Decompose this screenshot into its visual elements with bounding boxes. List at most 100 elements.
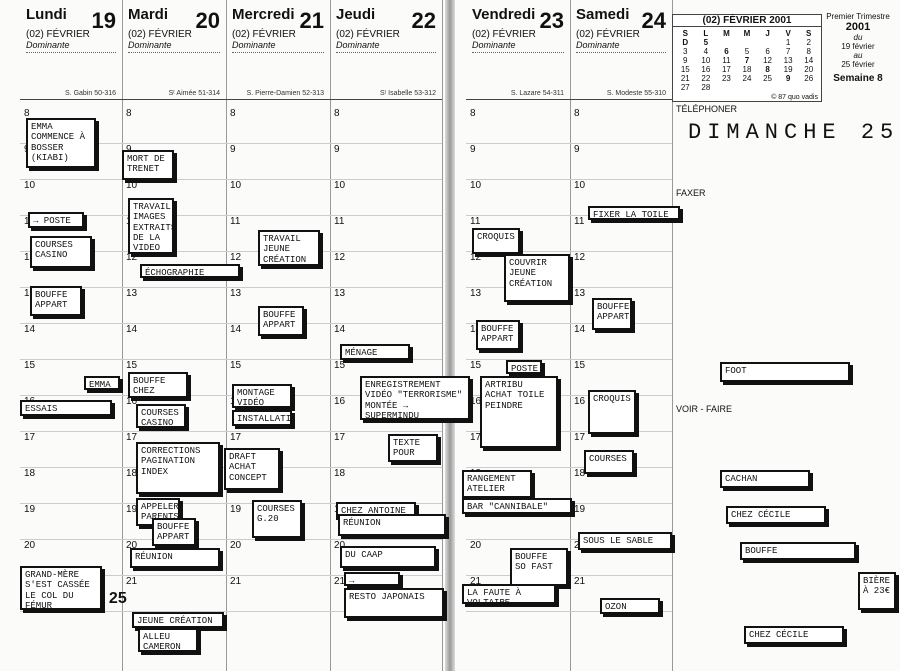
hour-label: 21 (226, 576, 330, 612)
hour-label: 10 (330, 180, 442, 216)
hour-label: 9 (570, 144, 672, 180)
hour-label: 14 (466, 324, 570, 360)
sketch-note: BOUFFE APPART (30, 286, 82, 316)
trimester-year: 2001 (845, 21, 871, 33)
day-number: 19 (91, 8, 116, 33)
calendar-header: S (806, 29, 812, 38)
day-saint: S. Pierre-Damien 52-313 (246, 90, 324, 97)
hour-label: 10 (20, 180, 122, 216)
calendar-cell: 8 (806, 47, 811, 56)
calendar-header: L (703, 29, 709, 38)
sketch-note: MÉNAGE (340, 344, 410, 360)
calendar-cell: 22 (701, 74, 711, 83)
hour-label: 8 (226, 108, 330, 144)
day-dominante: Dominante (336, 40, 436, 53)
calendar-cell: 23 (721, 74, 731, 83)
sketch-note: FOOT (720, 362, 850, 382)
hour-label: 8 (330, 108, 442, 144)
day-saint: Sᵗ Isabelle 53-312 (379, 90, 436, 97)
day-saint: S. Gabin 50-316 (65, 90, 116, 97)
sketch-note: LA FAUTE À VOLTAIRE (462, 584, 556, 604)
day-month: (02) FÉVRIER (472, 29, 536, 40)
sketch-note: RÉUNION (338, 514, 446, 536)
hour-label: 12 (226, 252, 330, 288)
day-name: Vendredi (472, 6, 536, 23)
sketch-note: COURSES CASINO (136, 404, 186, 428)
sketch-note: DRAFT ACHAT CONCEPT (224, 448, 280, 490)
sketch-note: → POSTE (28, 212, 84, 228)
mini-calendar-footer: © 87 quo vadis (771, 94, 818, 101)
hour-label: 18 (330, 468, 442, 504)
calendar-header: V (785, 29, 791, 38)
sketch-note: MORT DE TRENET (122, 150, 174, 180)
day-month: (02) FÉVRIER (128, 29, 192, 40)
sketch-note: ENREGISTREMENT VIDÉO "TERRORISME" MONTÉE… (360, 376, 470, 420)
hour-label: 9 (226, 144, 330, 180)
hour-lines: 89101112131415161718192021 (20, 108, 122, 612)
sketch-note: ÉCHOGRAPHIE (140, 264, 240, 278)
day-dominante: Dominante (232, 40, 324, 53)
trimester-au: au (853, 51, 863, 60)
calendar-cell (757, 83, 778, 92)
sketch-note: DU CAAP (340, 546, 436, 568)
sketch-note: OZON (600, 598, 660, 614)
day-month: (02) FÉVRIER (232, 29, 296, 40)
day-saint: S. Lazare 54-311 (510, 90, 564, 97)
day-name: Mercredi (232, 6, 295, 23)
hour-label: 12 (570, 252, 672, 288)
day-number: 23 (539, 8, 564, 33)
calendar-cell: 6 (724, 47, 729, 56)
calendar-cell: 9 (785, 74, 791, 83)
sketch-note: TRAVAIL IMAGES EXTRAITS DE LA VIDEO (128, 198, 174, 254)
calendar-cell: 5 (703, 38, 709, 47)
sketch-note: POSTE (506, 360, 542, 374)
calendar-cell: 25 (763, 74, 773, 83)
day-month: (02) FÉVRIER (336, 29, 400, 40)
sketch-note: BOUFFE APPART (258, 306, 304, 336)
sketch-note: CACHAN (720, 470, 810, 488)
sketch-note: CROQUIS (472, 228, 520, 254)
hour-lines: 89101112131415161718192021 (330, 108, 442, 612)
hour-label: 14 (20, 324, 122, 360)
calendar-cell: 11 (722, 56, 731, 65)
hour-label: 14 (570, 324, 672, 360)
hour-label: 11 (330, 216, 442, 252)
faxer-label: FAXER (676, 188, 706, 198)
hour-label: 16 (122, 396, 226, 432)
trimester-label: Premier Trimestre (826, 12, 890, 21)
day-name: Mardi (128, 6, 169, 23)
binding-gutter (445, 0, 455, 671)
day-number: 21 (299, 8, 324, 33)
sketch-note: RANGEMENT ATELIER (462, 470, 532, 498)
sketch-note: BOUFFE APPART (592, 298, 632, 330)
calendar-cell (757, 38, 778, 47)
sketch-note: ESSAIS PROJECTIONS (20, 400, 112, 416)
calendar-header: J (765, 29, 770, 38)
calendar-cell: 5 (744, 47, 750, 56)
calendar-cell (716, 83, 737, 92)
week-number: Semaine 8 (833, 73, 883, 84)
hour-label: 9 (122, 144, 226, 180)
day-saint: S. Modeste 55-310 (606, 90, 666, 97)
hour-label: 8 (570, 108, 672, 144)
calendar-cell: 19 (783, 65, 793, 74)
day-saint: Sᵗ Aimée 51-314 (168, 90, 220, 97)
sketch-note: INSTALLATION (232, 410, 292, 426)
sketch-note: BOUFFE CHEZ PRUNE (128, 372, 188, 398)
hour-label: 17 (330, 432, 442, 468)
day-name: Jeudi (336, 6, 376, 23)
mini-calendar-title: (02) FÉVRIER 2001 (673, 15, 821, 27)
sketch-note: TRAVAIL JEUNE CRÉATION (258, 230, 320, 266)
hour-label: 15 (20, 360, 122, 396)
calendar-cell (778, 83, 799, 92)
sketch-note: FIXER LA TOILE (588, 206, 680, 220)
hour-label: 20 (122, 540, 226, 576)
sketch-note: COURSES G.20 (252, 500, 302, 538)
sketch-note: BOUFFE APPART (476, 320, 520, 350)
